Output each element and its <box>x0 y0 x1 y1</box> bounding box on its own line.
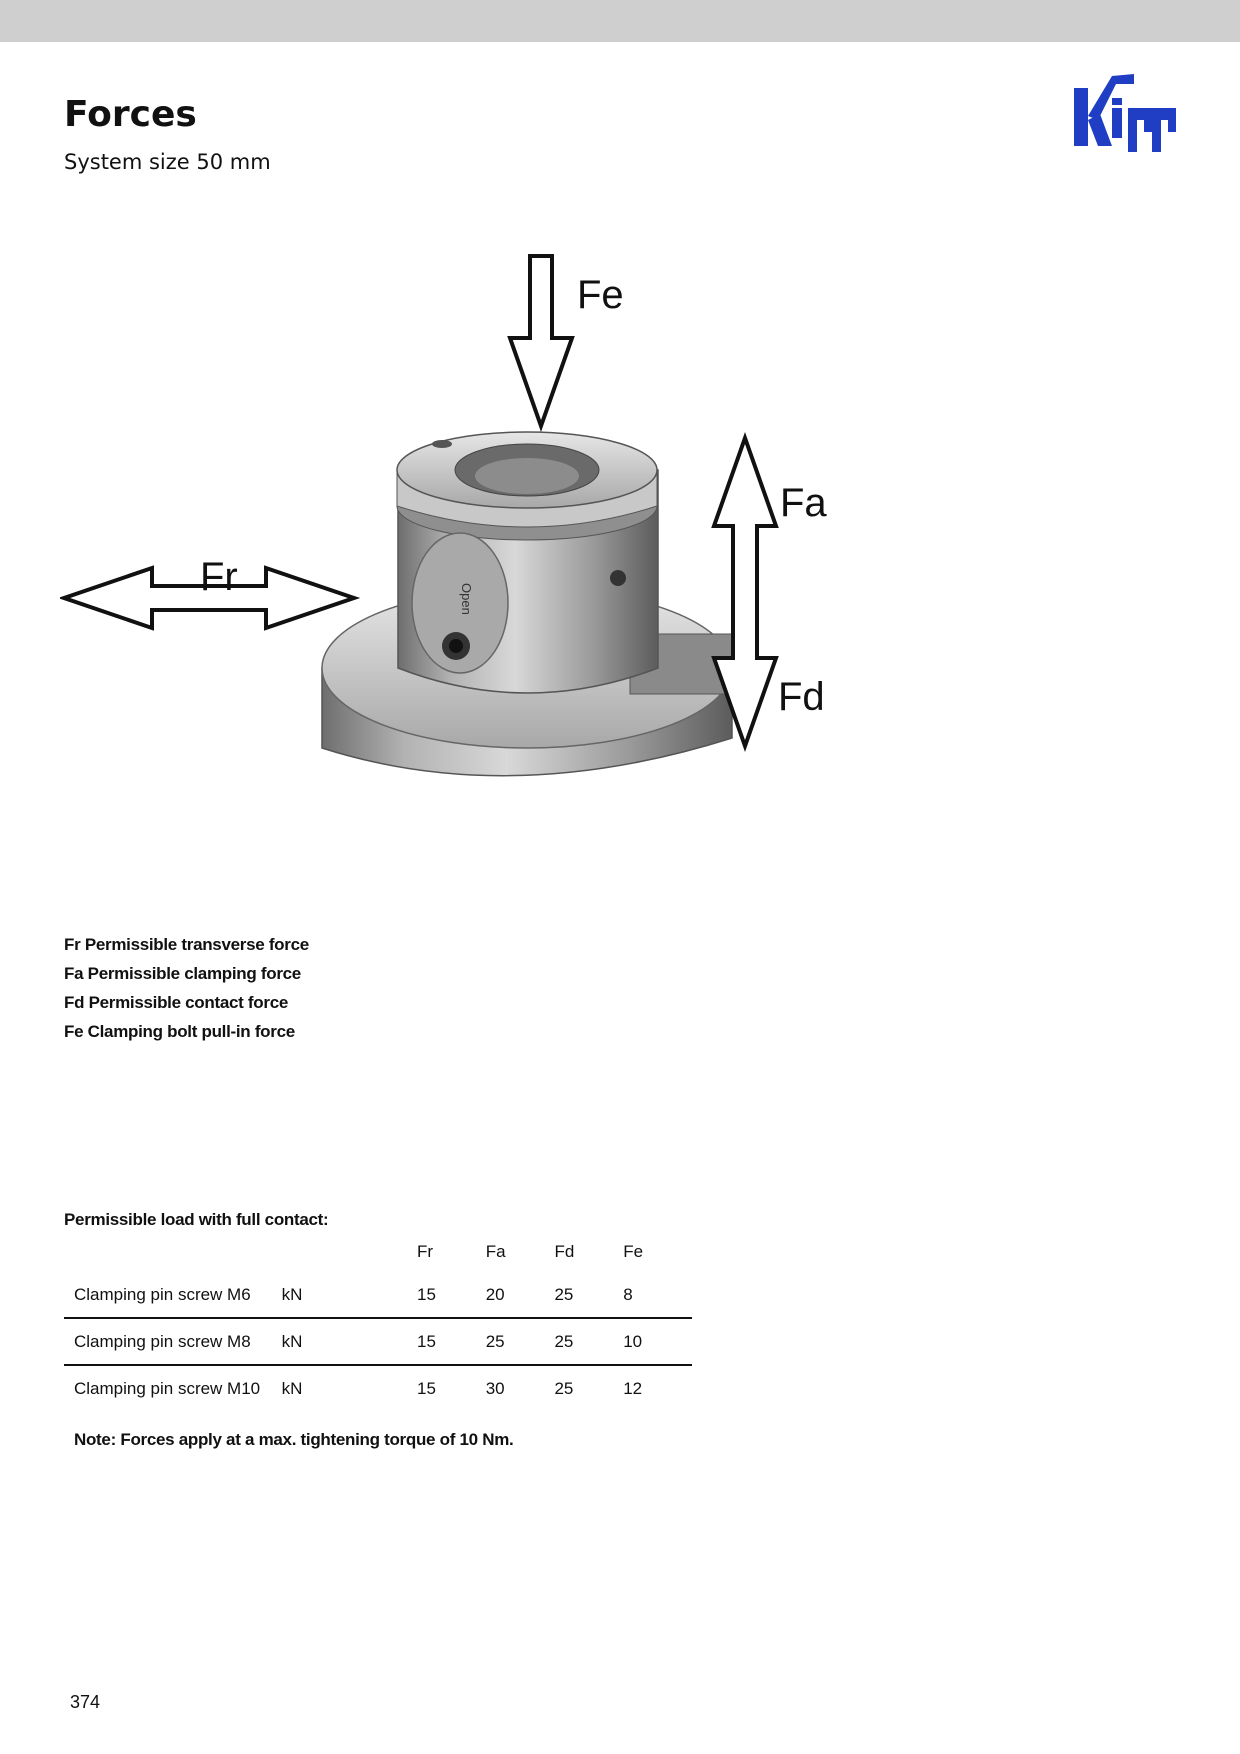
column-header-fr: Fr <box>417 1242 434 1261</box>
force-legend: Fr Permissible transverse force Fa Permi… <box>64 930 309 1046</box>
row-unit: kN <box>281 1364 418 1411</box>
table-row: Clamping pin screw M6 kN 15 20 25 8 <box>64 1272 692 1318</box>
cell-fa: 30 <box>485 1364 555 1411</box>
table-row: Clamping pin screw M8 kN 15 25 25 10 <box>64 1317 692 1365</box>
cell-fr: 15 <box>417 1317 486 1365</box>
cell-fa: 20 <box>485 1284 505 1304</box>
open-marking: Open <box>459 583 474 615</box>
forces-diagram: Open Fe Fa Fd Fr <box>60 254 827 777</box>
page-subtitle: System size 50 mm <box>64 150 271 174</box>
torque-note: Note: Forces apply at a max. tightening … <box>74 1430 514 1449</box>
column-header-fa: Fa <box>485 1242 506 1261</box>
cell-fa: 25 <box>485 1317 555 1365</box>
clamping-module-image: Open <box>321 431 736 777</box>
page-number: 374 <box>70 1692 101 1712</box>
cell-fd: 25 <box>554 1317 624 1365</box>
cell-fr: 15 <box>417 1364 486 1411</box>
fr-arrow <box>60 565 361 631</box>
cell-fe: 10 <box>623 1317 692 1365</box>
column-header-fe: Fe <box>623 1242 644 1261</box>
cell-fr: 15 <box>417 1284 436 1304</box>
legend-item-fd: Fd Permissible contact force <box>64 993 289 1012</box>
row-unit: kN <box>281 1317 418 1365</box>
top-band <box>0 0 1240 42</box>
cell-fe: 8 <box>623 1284 633 1304</box>
table-heading: Permissible load with full contact: <box>64 1210 329 1229</box>
fr-label: Fr <box>200 555 238 599</box>
row-unit: kN <box>281 1284 303 1304</box>
column-header-fd: Fd <box>554 1242 575 1261</box>
page-title: Forces <box>64 94 197 135</box>
row-name: Clamping pin screw M8 <box>64 1317 282 1365</box>
fe-arrow <box>507 254 575 433</box>
row-name: Clamping pin screw M6 <box>74 1284 251 1304</box>
fa-fd-arrow <box>711 431 779 753</box>
cell-fd: 25 <box>554 1284 574 1304</box>
legend-item-fa: Fa Permissible clamping force <box>64 964 301 983</box>
fe-label: Fe <box>577 273 624 317</box>
cell-fd: 25 <box>554 1364 624 1411</box>
fd-label: Fd <box>778 675 825 719</box>
table-row: Clamping pin screw M10 kN 15 30 25 12 <box>64 1364 692 1411</box>
fa-label: Fa <box>780 481 827 525</box>
row-name: Clamping pin screw M10 <box>64 1364 282 1411</box>
kipp-logo <box>1074 74 1176 152</box>
table-header-row: Fr Fa Fd Fe <box>64 1232 692 1272</box>
load-table: Fr Fa Fd Fe Clamping pin screw M6 kN 15 … <box>64 1232 692 1411</box>
legend-item-fe: Fe Clamping bolt pull-in force <box>64 1022 295 1041</box>
cell-fe: 12 <box>623 1364 692 1411</box>
legend-item-fr: Fr Permissible transverse force <box>64 935 309 954</box>
